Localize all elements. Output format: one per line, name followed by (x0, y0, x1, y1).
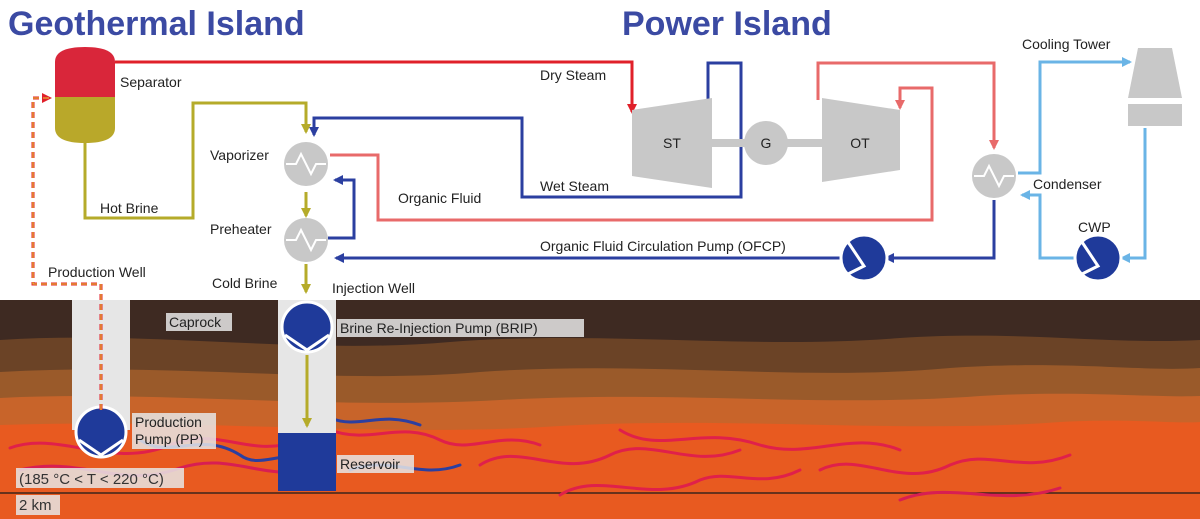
cooling-water-supply (1018, 57, 1132, 175)
generator-label: G (761, 135, 772, 151)
turbine-generator-train: ST G OT (632, 98, 900, 188)
cooling-tower-label: Cooling Tower (1022, 36, 1111, 52)
cooling-tower-base (1128, 104, 1182, 126)
production-pump-label-line1: Production (135, 414, 202, 430)
organic-fluid-vapor-line (330, 86, 934, 222)
vaporizer (284, 142, 328, 186)
steam-turbine-label: ST (663, 135, 681, 151)
condenser-to-ofcp-line (884, 200, 996, 263)
ofcp-label: Organic Fluid Circulation Pump (OFCP) (540, 238, 786, 254)
cooling-tower (1128, 48, 1182, 126)
dry-steam-line (115, 60, 637, 114)
generator-icon (744, 121, 788, 165)
cwp-pump-icon (1073, 233, 1123, 283)
reservoir-label: Reservoir (340, 456, 400, 472)
geothermal-island-title: Geothermal Island (8, 5, 305, 43)
cooling-tower-top (1128, 48, 1182, 98)
preheater-label: Preheater (210, 221, 272, 237)
separator-top (55, 47, 115, 97)
brip-label: Brine Re-Injection Pump (BRIP) (340, 320, 538, 336)
production-pump-icon (74, 405, 128, 459)
vaporizer-label: Vaporizer (210, 147, 269, 163)
brine-reinjection-pump-icon (280, 300, 334, 354)
cooling-water-return-down (1120, 128, 1147, 263)
organic-turbine-icon (822, 98, 900, 182)
ofcp-pump-icon (839, 233, 889, 283)
steam-turbine-icon (632, 98, 712, 188)
condenser-label: Condenser (1033, 176, 1102, 192)
reservoir-block (278, 433, 336, 491)
organic-fluid-label: Organic Fluid (398, 190, 481, 206)
separator (55, 47, 115, 143)
caprock-label: Caprock (169, 314, 222, 330)
hot-brine-label: Hot Brine (100, 200, 159, 216)
injection-well-label: Injection Well (332, 280, 415, 296)
dry-steam-label: Dry Steam (540, 67, 606, 83)
ofcp-pump (839, 233, 889, 283)
production-pump-label-line2: Pump (PP) (135, 431, 203, 447)
power-island-title: Power Island (622, 5, 832, 43)
organic-preheater-to-vaporizer (328, 175, 356, 240)
separator-bottom (55, 97, 115, 143)
temperature-range-label: (185 °C < T < 220 °C) (19, 471, 164, 488)
cold-brine-label: Cold Brine (212, 275, 278, 291)
preheater (284, 218, 328, 262)
condenser (972, 154, 1016, 198)
organic-turbine-label: OT (850, 135, 870, 151)
wet-steam-label: Wet Steam (540, 178, 609, 194)
depth-label: 2 km (19, 497, 52, 514)
ot-exhaust-line (816, 61, 999, 150)
separator-label: Separator (120, 74, 182, 90)
hot-brine-line (83, 101, 311, 220)
cwp-label: CWP (1078, 219, 1111, 235)
cwp-to-condenser (1020, 190, 1075, 260)
production-well-label: Production Well (48, 264, 146, 280)
cwp-pump (1073, 233, 1123, 283)
wet-steam-line (309, 61, 743, 199)
